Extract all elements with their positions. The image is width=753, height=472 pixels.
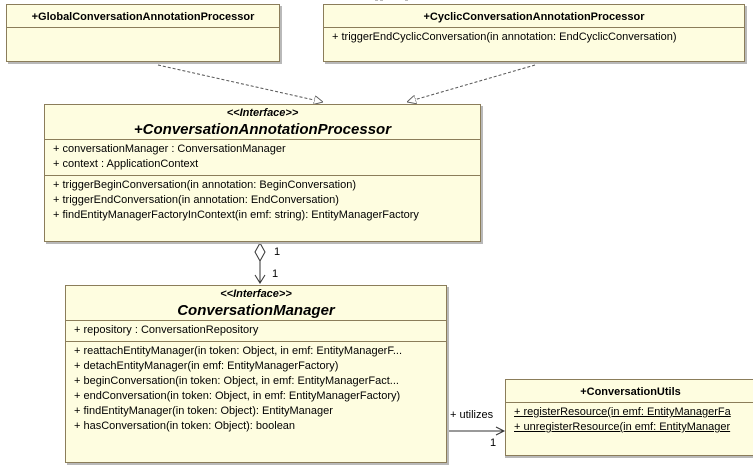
operation: + findEntityManagerFactoryInContext(in e… xyxy=(53,209,419,221)
operation: + beginConversation(in token: Object, in… xyxy=(74,375,399,387)
operations-compartment: + triggerBeginConversation(in annotation… xyxy=(45,176,480,226)
interface-conversation-annotation-processor[interactable]: <<Interface>> +ConversationAnnotationPro… xyxy=(44,104,481,242)
aggregation-arrowhead xyxy=(254,274,266,284)
attributes-compartment: + conversationManager : ConversationMana… xyxy=(45,140,480,176)
class-name: +ConversationAnnotationProcessor xyxy=(133,121,392,138)
operations-compartment: + registerResource(in emf: EntityManager… xyxy=(506,403,753,438)
interface-conversation-manager[interactable]: <<Interface>> ConversationManager + repo… xyxy=(65,285,447,463)
operation: + reattachEntityManager(in token: Object… xyxy=(74,345,403,357)
attributes-compartment: + repository : ConversationRepository xyxy=(66,321,446,342)
class-name: ConversationManager xyxy=(177,302,335,319)
operation: + hasConversation(in token: Object): boo… xyxy=(74,420,296,432)
operation: + triggerEndCyclicConversation(in annota… xyxy=(332,31,677,43)
operations-compartment: + reattachEntityManager(in token: Object… xyxy=(66,342,446,437)
stereotype-label: <<Interface>> xyxy=(226,107,299,119)
class-header: +GlobalConversationAnnotationProcessor xyxy=(7,5,279,28)
multiplicity-target: 1 xyxy=(272,268,279,280)
operation: + endConversation(in token: Object, in e… xyxy=(74,390,401,402)
class-name: +ConversationUtils xyxy=(580,386,681,398)
utilizes-arrowhead xyxy=(495,426,506,436)
class-header: <<Interface>> ConversationManager xyxy=(66,286,446,321)
operation: + findEntityManager(in token: Object): E… xyxy=(74,405,333,417)
class-header: +ConversationUtils xyxy=(506,380,753,403)
operations-compartment xyxy=(7,28,279,42)
association-label-utilizes: + utilizes xyxy=(450,409,494,421)
aggregation-diamond xyxy=(254,241,266,263)
multiplicity-source: 1 xyxy=(274,246,281,258)
operation: + detachEntityManager(in emf: EntityMana… xyxy=(74,360,339,372)
attribute: + context : ApplicationContext xyxy=(53,158,199,170)
attribute: + repository : ConversationRepository xyxy=(74,324,259,336)
multiplicity-utils: 1 xyxy=(490,437,497,449)
operation: + registerResource(in emf: EntityManager… xyxy=(514,406,731,418)
operation: + unregisterResource(in emf: EntityManag… xyxy=(514,421,731,433)
attribute: + conversationManager : ConversationMana… xyxy=(53,143,286,155)
class-name: +CyclicConversationAnnotationProcessor xyxy=(423,11,645,23)
class-header: <<Interface>> +ConversationAnnotationPro… xyxy=(45,105,480,140)
class-header: +CyclicConversationAnnotationProcessor xyxy=(324,5,744,28)
operation: + triggerEndConversation(in annotation: … xyxy=(53,194,339,206)
operation: + triggerBeginConversation(in annotation… xyxy=(53,179,356,191)
class-global-conversation-annotation-processor[interactable]: +GlobalConversationAnnotationProcessor xyxy=(6,4,280,62)
class-conversation-utils[interactable]: +ConversationUtils + registerResource(in… xyxy=(505,379,753,456)
class-name: +GlobalConversationAnnotationProcessor xyxy=(31,11,255,23)
class-cyclic-conversation-annotation-processor[interactable]: +CyclicConversationAnnotationProcessor +… xyxy=(323,4,745,62)
stereotype-label: <<Interface>> xyxy=(220,288,292,300)
realization-line-global xyxy=(157,64,323,102)
realization-line-cyclic xyxy=(407,64,536,102)
operations-compartment: + triggerEndCyclicConversation(in annota… xyxy=(324,28,744,48)
